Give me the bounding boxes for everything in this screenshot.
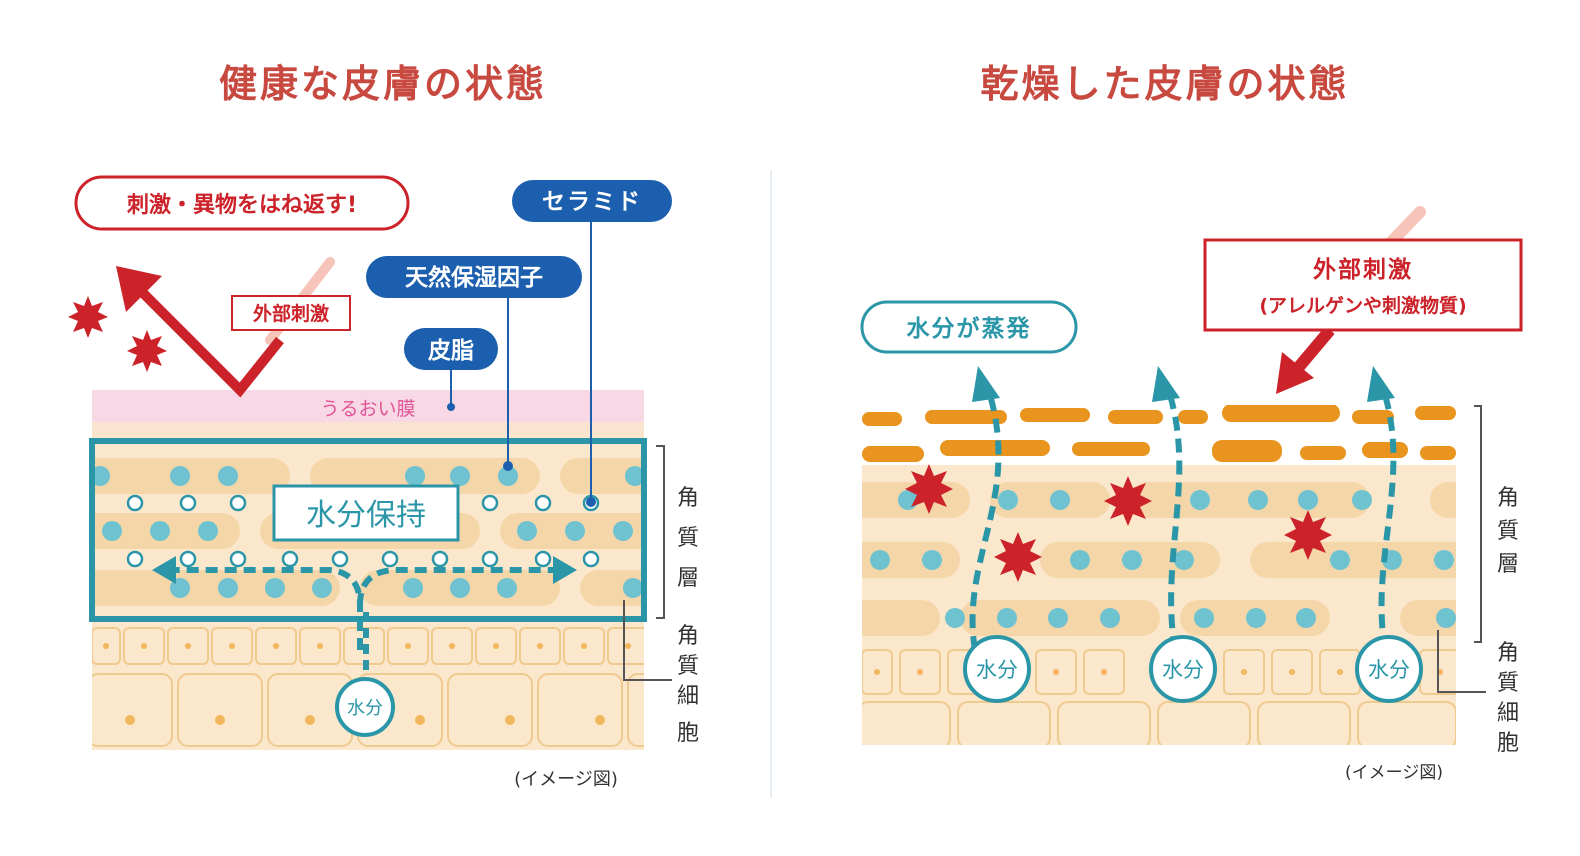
keratinocyte-char: 胞	[1497, 731, 1519, 756]
stratum-corneum-bracket	[1474, 405, 1482, 643]
arrow-left-head	[152, 556, 176, 584]
dry-skin-panel: 水分 水分 水分 水分が蒸発 外部刺激 (アレルゲンや刺激物質) 角 質 層 角…	[860, 206, 1523, 783]
moisture-film	[92, 390, 644, 422]
external-stimulus-label: 外部刺激	[1313, 256, 1413, 283]
stimulus-bounce-bubble	[74, 175, 410, 231]
stratum-corneum-char: 層	[677, 566, 699, 591]
evaporation-label: 水分が蒸発	[907, 315, 1032, 342]
water-label: 水分	[347, 698, 383, 719]
external-stimulus-box	[231, 295, 351, 331]
irritant-burst-icon	[1104, 476, 1152, 526]
stratum-corneum-char: 層	[1497, 552, 1519, 577]
external-stimulus-subtitle: (アレルゲンや刺激物質)	[1259, 294, 1466, 317]
keratinocyte-leader	[623, 600, 672, 681]
sebum-badge	[404, 328, 498, 370]
stimulus-bounce-label: 刺激・異物をはね返す!	[127, 192, 357, 218]
keratinocyte-char: 細	[677, 684, 699, 709]
water-bubble	[1355, 635, 1423, 703]
evaporation-arrow-head	[1152, 366, 1180, 402]
irritant-burst-icon	[905, 464, 953, 514]
irritant-burst-icon	[68, 296, 108, 338]
healthy-title: 健康な皮膚の状態	[219, 62, 547, 106]
sebum-label: 皮脂	[428, 338, 474, 364]
keratinocyte-char: 胞	[677, 721, 699, 746]
evaporation-bubble	[860, 300, 1078, 354]
keratinocyte-leader	[1437, 630, 1486, 693]
bounce-arrow	[131, 281, 284, 398]
irritant-burst-icon	[1284, 510, 1332, 560]
image-caption: (イメージ図)	[514, 769, 618, 790]
moisture-retention-label: 水分保持	[306, 498, 426, 533]
ceramide-label: セラミド	[542, 189, 642, 215]
moisture-film-label: うるおい膜	[320, 398, 415, 420]
evaporation-arrow-head	[972, 366, 1000, 402]
external-stimulus-box	[1203, 238, 1523, 332]
keratinocyte-char: 質	[1497, 671, 1519, 696]
keratinocyte-char: 角	[677, 624, 699, 649]
water-bubble	[963, 635, 1031, 703]
healthy-skin-panel: うるおい膜 水分保持 水分 刺激・異物をはね返す! 外部刺激	[68, 175, 699, 790]
stratum-corneum-char: 質	[677, 526, 699, 551]
irritant-burst-icon	[127, 330, 167, 372]
water-label: 水分	[1368, 658, 1410, 682]
external-stimulus-label: 外部刺激	[253, 302, 329, 325]
stratum-corneum-char: 角	[677, 486, 699, 511]
keratinocyte-char: 質	[677, 654, 699, 679]
water-label: 水分	[976, 658, 1018, 682]
arrow-right-head	[553, 556, 577, 584]
stratum-corneum-char: 角	[1497, 486, 1519, 511]
keratinocyte-char: 細	[1497, 701, 1519, 726]
stimulus-arrow-head	[1276, 352, 1314, 394]
stratum-corneum-bracket	[656, 445, 665, 619]
evaporation-arrow-head	[1367, 366, 1395, 402]
dry-title: 乾燥した皮膚の状態	[980, 62, 1349, 106]
irritant-burst-icon	[994, 532, 1042, 582]
ceramide-badge	[512, 180, 672, 222]
water-label: 水分	[1162, 658, 1204, 682]
water-bubble	[335, 677, 395, 737]
water-bubble	[1149, 635, 1217, 703]
stratum-corneum-char: 質	[1497, 519, 1519, 544]
image-caption: (イメージ図)	[1345, 763, 1443, 783]
keratinocyte-char: 角	[1497, 641, 1519, 666]
nmf-badge	[366, 256, 582, 298]
nmf-label: 天然保湿因子	[405, 264, 543, 291]
moisture-retention-box	[272, 484, 460, 542]
